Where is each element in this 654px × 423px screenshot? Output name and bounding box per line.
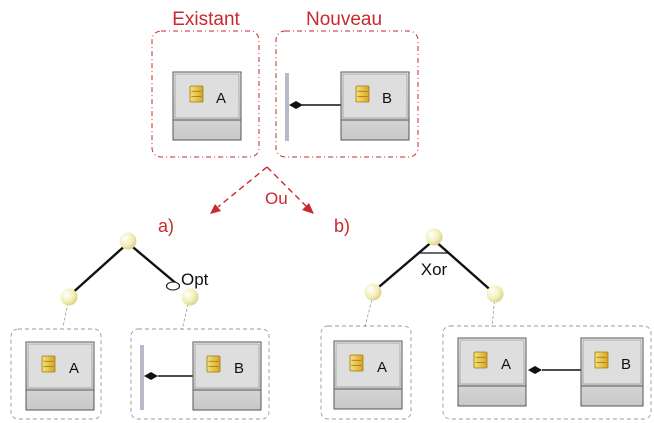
option-a-group-a — [10, 328, 102, 420]
xor-label: Xor — [421, 260, 448, 279]
class-box-a-option-a[interactable]: A — [25, 341, 95, 411]
class-box-b-option-b[interactable]: B — [580, 337, 644, 407]
class-label: A — [216, 90, 226, 107]
class-box-a-existing[interactable]: A — [172, 71, 242, 141]
tree-a — [60, 232, 199, 331]
composition-link — [528, 366, 581, 374]
container-bar — [285, 73, 289, 141]
class-icon — [349, 354, 364, 372]
class-box-a-option-b[interactable]: A — [333, 340, 403, 410]
tree-node-icon[interactable] — [60, 288, 78, 306]
class-box-b-new[interactable]: B — [340, 71, 410, 141]
option-b-group-a — [320, 325, 412, 420]
container-bar — [140, 345, 144, 410]
existing-header: Existant — [172, 9, 240, 30]
choice-arrows — [210, 166, 314, 214]
option-b-group-ab — [442, 325, 652, 420]
composition-diamond-icon — [528, 366, 542, 374]
composition-diamond-icon — [289, 101, 303, 109]
class-label: B — [621, 356, 631, 373]
class-icon — [41, 355, 56, 373]
option-b-label: b) — [334, 216, 350, 236]
or-label: Ou — [265, 189, 288, 208]
tree-node-icon[interactable] — [425, 228, 443, 246]
class-icon — [594, 351, 609, 369]
tree-node-icon[interactable] — [181, 288, 199, 306]
class-icon — [473, 351, 488, 369]
tree-node-icon[interactable] — [119, 232, 137, 250]
class-label: A — [377, 359, 387, 376]
composition-diamond-icon — [144, 372, 158, 380]
tree-b — [364, 228, 504, 328]
class-icon — [206, 355, 221, 373]
new-header: Nouveau — [306, 9, 382, 30]
existing-group-frame — [151, 30, 260, 158]
class-label: B — [382, 90, 392, 107]
class-label: A — [501, 356, 511, 373]
tree-node-icon[interactable] — [364, 283, 382, 301]
composition-link — [144, 372, 193, 380]
new-group-frame — [275, 30, 419, 158]
option-a-label: a) — [158, 216, 174, 236]
opt-label: Opt — [181, 270, 209, 289]
class-box-a-option-b-composed[interactable]: A — [457, 337, 527, 407]
optional-marker-icon — [165, 281, 181, 291]
class-label: B — [234, 360, 244, 377]
class-label: A — [69, 360, 79, 377]
composition-link — [289, 101, 341, 109]
class-icon — [355, 85, 370, 103]
class-icon — [189, 85, 204, 103]
class-box-b-option-a[interactable]: B — [192, 341, 262, 411]
tree-node-icon[interactable] — [486, 285, 504, 303]
option-a-group-b — [130, 328, 270, 420]
